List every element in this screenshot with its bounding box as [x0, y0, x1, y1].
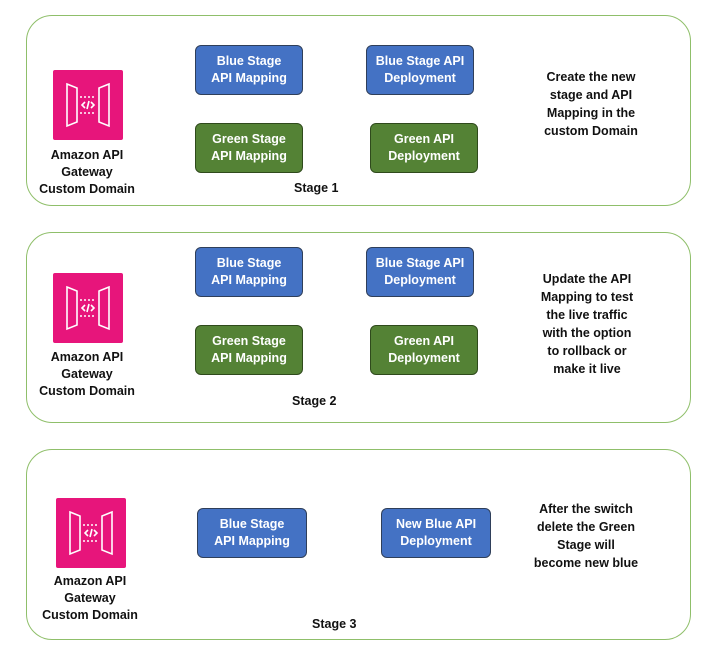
stage1-label: Stage 1 [294, 181, 339, 195]
stage3-panel [26, 449, 691, 640]
stage2-description: Update the API Mapping to test the live … [540, 272, 634, 376]
blue-stage-api-deployment[interactable]: Blue Stage API Deployment [366, 247, 474, 297]
api-gateway-icon [53, 70, 123, 140]
stage1-panel [26, 15, 691, 206]
blue-stage-api-deployment[interactable]: Blue Stage API Deployment [366, 45, 474, 95]
stage1-description: Create the new stage and API Mapping in … [544, 70, 638, 138]
gateway-label: Amazon API Gateway Custom Domain [39, 148, 135, 196]
gateway-label: Amazon API Gateway Custom Domain [42, 574, 138, 622]
stage2-panel [26, 232, 691, 423]
stage3-description: After the switch delete the Green Stage … [533, 502, 639, 570]
blue-stage-api-mapping[interactable]: Blue Stage API Mapping [197, 508, 307, 558]
stage2-label: Stage 2 [292, 394, 337, 408]
blue-stage-api-mapping[interactable]: Blue Stage API Mapping [195, 247, 303, 297]
stage3-label: Stage 3 [312, 617, 357, 631]
gateway-label: Amazon API Gateway Custom Domain [39, 350, 135, 398]
api-gateway-icon [53, 273, 123, 343]
green-stage-api-mapping[interactable]: Green Stage API Mapping [195, 325, 303, 375]
api-gateway-icon [56, 498, 126, 568]
new-blue-api-deployment[interactable]: New Blue API Deployment [381, 508, 491, 558]
green-stage-api-mapping[interactable]: Green Stage API Mapping [195, 123, 303, 173]
blue-stage-api-mapping[interactable]: Blue Stage API Mapping [195, 45, 303, 95]
green-api-deployment[interactable]: Green API Deployment [370, 325, 478, 375]
green-api-deployment[interactable]: Green API Deployment [370, 123, 478, 173]
